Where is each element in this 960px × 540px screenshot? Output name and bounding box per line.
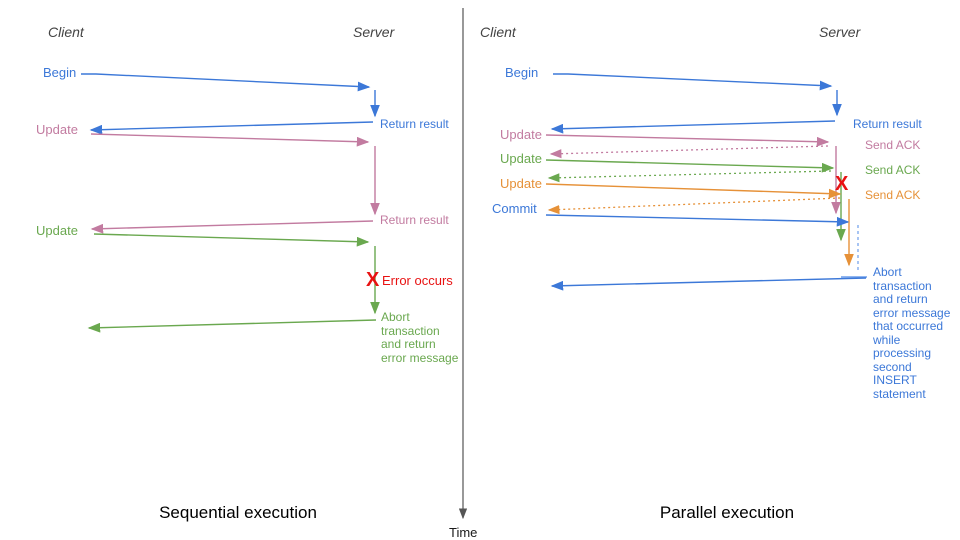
seq-return-result-arrow-2 xyxy=(90,220,374,234)
par-commit-arrow xyxy=(545,214,850,227)
par-send-ack2-label: Send ACK xyxy=(865,163,921,177)
par-update2-label: Update xyxy=(500,151,542,166)
par-begin-label: Begin xyxy=(505,65,539,80)
par-send-ack1-label: Send ACK xyxy=(865,138,921,152)
par-update1-label: Update xyxy=(500,127,542,142)
par-update3-label: Update xyxy=(500,176,542,191)
par-begin-arrow xyxy=(553,73,833,91)
par-client-header: Client xyxy=(480,24,516,40)
par-send-ack1-arrow xyxy=(549,145,829,159)
par-update1-arrow xyxy=(545,134,830,147)
seq-client-header: Client xyxy=(48,24,84,40)
seq-update1-arrow xyxy=(90,133,370,147)
seq-update2-arrow xyxy=(93,233,370,247)
par-commit-label: Commit xyxy=(492,201,537,216)
par-return-result-label: Return result xyxy=(853,117,922,131)
par-update2-arrow xyxy=(545,159,835,173)
par-return-result-arrow xyxy=(550,120,836,134)
seq-error-occurs-label: Error occurs xyxy=(382,273,453,288)
par-send-ack3-label: Send ACK xyxy=(865,188,921,202)
seq-return-result-label-1: Return result xyxy=(380,117,449,131)
par-update3-arrow xyxy=(545,183,842,199)
seq-return-result-label-2: Return result xyxy=(380,213,449,227)
seq-update1-label: Update xyxy=(36,122,78,137)
seq-abort-note: Abort transaction and return error messa… xyxy=(381,310,459,365)
seq-update2-label: Update xyxy=(36,223,78,238)
seq-return-result-arrow-1 xyxy=(89,121,374,135)
seq-error-x-icon: X xyxy=(366,269,380,291)
seq-begin-arrow xyxy=(81,73,371,92)
par-caption: Parallel execution xyxy=(659,503,795,522)
seq-begin-label: Begin xyxy=(43,65,77,80)
seq-caption: Sequential execution xyxy=(159,503,317,522)
par-send-ack2-arrow xyxy=(547,170,832,183)
par-error-x-icon: X xyxy=(835,173,849,195)
time-axis-label: Time xyxy=(449,525,478,540)
seq-abort-return-arrow xyxy=(87,319,377,333)
par-abort-note: Abort transaction and return error messa… xyxy=(873,265,951,401)
par-send-ack3-arrow xyxy=(547,197,841,215)
seq-server-header: Server xyxy=(353,24,395,40)
par-abort-return-arrow xyxy=(550,277,867,291)
par-server-header: Server xyxy=(819,24,861,40)
